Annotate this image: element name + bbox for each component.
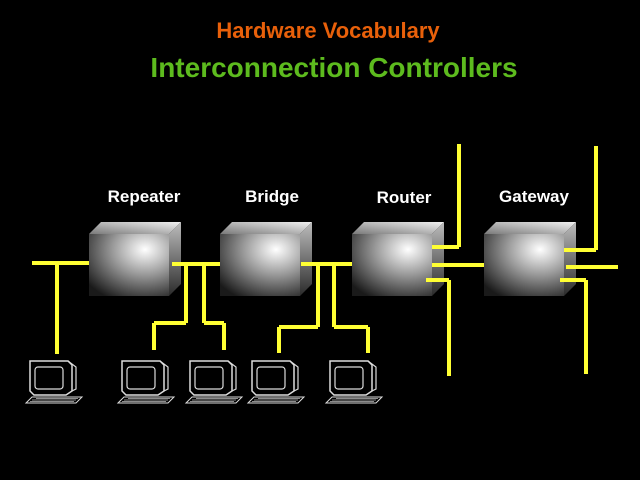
computer-2 xyxy=(117,360,175,404)
bridge-label: Bridge xyxy=(245,187,299,206)
computer-5 xyxy=(325,360,383,404)
network-wires xyxy=(32,144,618,376)
slide-title: Hardware Vocabulary xyxy=(216,18,440,43)
router-label: Router xyxy=(376,188,432,207)
gateway-device xyxy=(484,222,576,296)
repeater-label: Repeater xyxy=(107,187,181,206)
slide-subtitle: Interconnection Controllers xyxy=(150,52,518,83)
repeater-device xyxy=(89,222,181,296)
computer-1 xyxy=(25,360,83,404)
gateway-label: Gateway xyxy=(499,187,569,206)
router-device xyxy=(352,222,444,296)
computer-3 xyxy=(185,360,243,404)
computer-4 xyxy=(247,360,305,404)
bridge-device xyxy=(220,222,312,296)
